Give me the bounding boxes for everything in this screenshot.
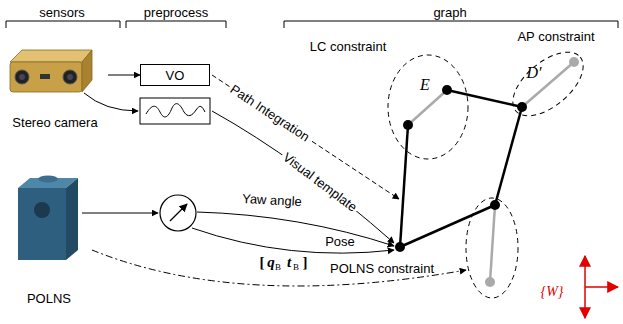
section-heading: sensors: [39, 5, 85, 20]
math-symbol: q: [267, 254, 275, 270]
visual-template-box: [140, 98, 210, 124]
constraint-label: AP constraint: [517, 29, 594, 44]
section-heading: preprocess: [144, 5, 208, 20]
gauge-symbol: [160, 195, 196, 231]
math-symbol: [: [260, 254, 265, 270]
stereo-camera-picture: [10, 50, 92, 92]
math-symbol: t: [287, 254, 291, 270]
edge-symbol: D′: [526, 64, 541, 81]
process-box: VO: [140, 64, 210, 86]
constraint-label: POLNS constraint: [330, 261, 434, 276]
pose-graph: [388, 40, 594, 298]
math-symbol: B: [275, 262, 281, 272]
bracket: [6, 21, 618, 28]
signal-label: Yaw angle: [242, 191, 302, 209]
sensor-node: POLNS: [3, 168, 95, 308]
polns-picture: [18, 176, 78, 261]
signal-label: Path Integration: [226, 80, 314, 145]
signal-label: Pose: [325, 234, 355, 249]
wire: [82, 75, 466, 286]
arrow-connector: [108, 75, 140, 76]
world-frame-axes: [585, 256, 618, 318]
section-heading: graph: [433, 5, 466, 20]
math-symbol: B: [293, 262, 299, 272]
node-label: POLNS: [3, 291, 95, 306]
edge-symbol: E: [420, 76, 430, 93]
node-label: Stereo camera: [2, 115, 108, 130]
math-symbol: ]: [303, 254, 308, 270]
sensor-node: Stereo camera: [2, 38, 108, 132]
constraint-label: LC constraint: [310, 39, 387, 54]
node-label: VO: [166, 68, 185, 83]
frame-label: {W}: [541, 284, 564, 300]
